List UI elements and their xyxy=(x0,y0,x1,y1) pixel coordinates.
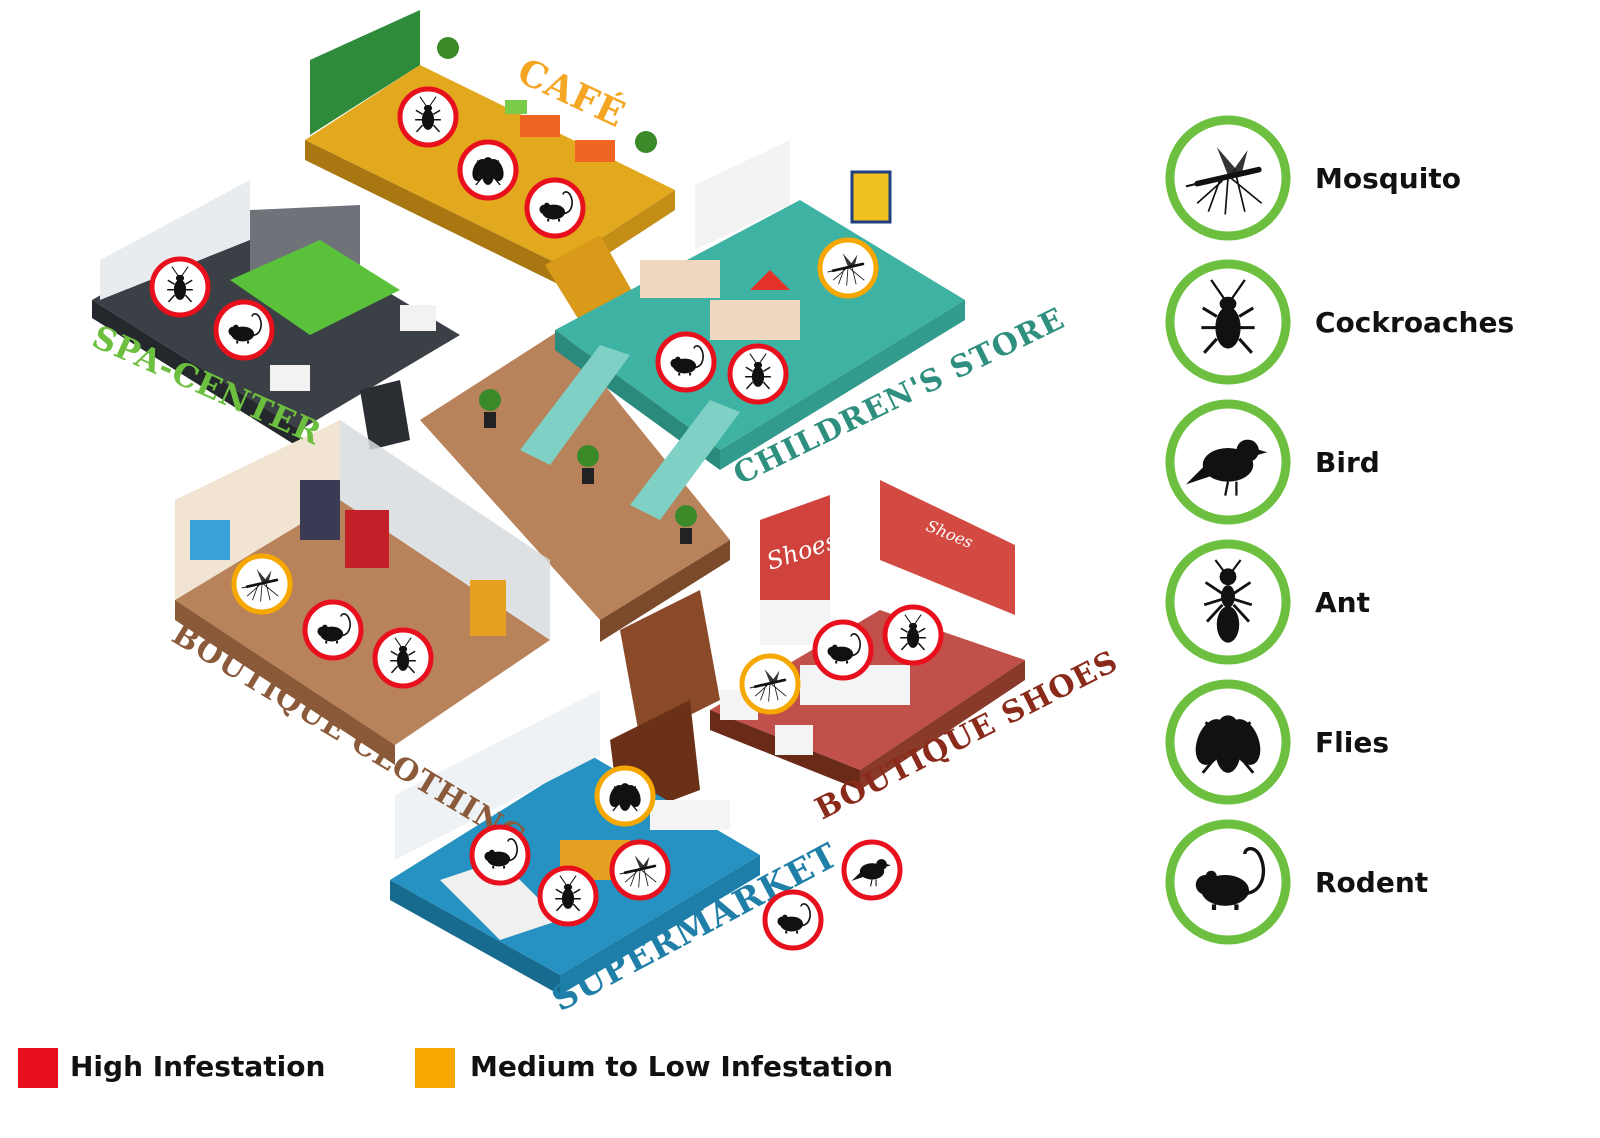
legend-ant-icon xyxy=(1165,539,1291,665)
marker-supermarket-fly xyxy=(594,765,656,827)
marker-boutique_shoes-rodent xyxy=(812,619,874,681)
legend-label-bird: Bird xyxy=(1315,446,1380,479)
high-infestation-swatch xyxy=(18,1048,58,1088)
marker-boutique_clothing-rodent xyxy=(302,599,364,661)
medium-infestation-swatch xyxy=(415,1048,455,1088)
legend-cockroach-icon xyxy=(1165,259,1291,385)
legend-label-rodent: Rodent xyxy=(1315,866,1428,899)
marker-supermarket-rodent xyxy=(469,824,531,886)
marker-cafe-cockroach xyxy=(397,86,459,148)
marker-boutique_shoes-cockroach xyxy=(882,604,944,666)
spa-center-floor xyxy=(92,180,460,450)
legend-bird-icon xyxy=(1165,399,1291,525)
marker-spa-cockroach xyxy=(149,256,211,318)
legend-label-mosquito: Mosquito xyxy=(1315,162,1461,195)
marker-boutique_shoes-mosquito xyxy=(739,653,801,715)
marker-outside-rodent xyxy=(762,889,824,951)
boutique-shoes-floor xyxy=(610,480,1025,820)
marker-children-rodent xyxy=(655,331,717,393)
infestation-markers xyxy=(149,86,944,951)
marker-supermarket-mosquito xyxy=(609,839,671,901)
severity-key: High Infestation Medium to Low Infestati… xyxy=(18,1048,893,1088)
marker-boutique_clothing-cockroach xyxy=(372,627,434,689)
marker-children-mosquito xyxy=(817,237,879,299)
marker-spa-rodent xyxy=(213,299,275,361)
medium-infestation-label: Medium to Low Infestation xyxy=(470,1050,893,1083)
legend-fly-icon xyxy=(1165,679,1291,805)
marker-supermarket-cockroach xyxy=(537,865,599,927)
legend-rodent-icon xyxy=(1165,819,1291,945)
high-infestation-label: High Infestation xyxy=(70,1050,325,1083)
legend-label-ant: Ant xyxy=(1315,586,1370,619)
legend-label-fly: Flies xyxy=(1315,726,1389,759)
marker-cafe-fly xyxy=(457,139,519,201)
marker-outside-bird xyxy=(841,839,903,901)
legend-label-cockroach: Cockroaches xyxy=(1315,306,1514,339)
legend-mosquito-icon xyxy=(1165,115,1291,241)
marker-children-cockroach xyxy=(727,343,789,405)
marker-cafe-rodent xyxy=(524,177,586,239)
marker-boutique_clothing-mosquito xyxy=(231,553,293,615)
central-atrium xyxy=(420,330,730,642)
supermarket-floor xyxy=(390,690,760,995)
